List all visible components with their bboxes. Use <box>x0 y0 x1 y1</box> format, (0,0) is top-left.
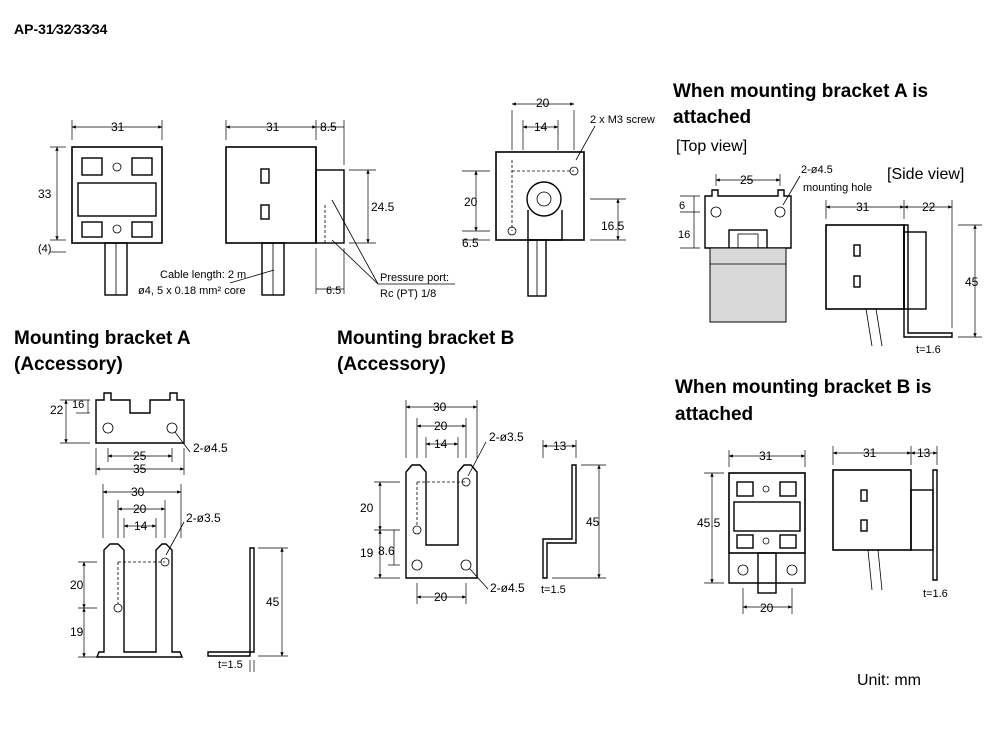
ba-hole-note: 2-ø4.5 <box>193 441 228 455</box>
bb-thickness: t=1.5 <box>541 584 566 596</box>
bracket-b-front-view: 30 20 14 2-ø3.5 20 19 8.6 20 2-ø4.5 <box>360 400 525 604</box>
dim-ab-side-br: 13 <box>917 446 931 460</box>
dim-ab-h: 45.5 <box>697 516 721 530</box>
attached-b-title: When mounting bracket B is <box>675 377 932 398</box>
bracket-b-subtitle: (Accessory) <box>337 354 446 375</box>
bracket-a-front-view: 30 20 14 2-ø3.5 20 19 <box>70 484 221 658</box>
dim-aa-side-w: 31 <box>856 200 870 214</box>
dim-bb-width: 30 <box>433 400 447 414</box>
bracket-b-side-view: 13 45 t=1.5 <box>541 439 606 596</box>
dim-bb-h1: 20 <box>360 501 374 515</box>
dim-side-width: 31 <box>266 120 280 134</box>
attached-b-front-view: 31 45.5 20 <box>697 449 806 615</box>
attached-a-title: When mounting bracket A is <box>673 81 928 102</box>
aa-hole-note: 2-ø4.5 <box>801 164 833 176</box>
bb-hole45-note: 2-ø4.5 <box>490 581 525 595</box>
dim-ba2-width2: 20 <box>133 502 147 516</box>
dim-aa-16: 16 <box>678 229 690 241</box>
dim-ba-holes: 25 <box>133 449 147 463</box>
bracket-a-side-view: 45 t=1.5 <box>207 547 288 672</box>
dim-ba-height2: 16 <box>72 399 84 411</box>
sensor-back-view: 20 14 2 x M3 screw 20 6.5 16.5 <box>462 96 655 297</box>
dim-back-height: 20 <box>464 195 478 209</box>
cable-core-note: ø4, 5 x 0.18 mm² core <box>138 285 246 297</box>
dim-back-width: 20 <box>536 96 550 110</box>
ba2-thickness: t=1.5 <box>218 659 243 671</box>
attached-b-side-view: 31 13 t=1.6 <box>832 446 948 600</box>
ab-thickness: t=1.6 <box>923 588 948 600</box>
dim-bb-side-top: 13 <box>553 439 567 453</box>
dim-ba2-side: 45 <box>266 595 280 609</box>
dim-ba2-width3: 14 <box>134 519 148 533</box>
attached-a-top-view: 25 2-ø4.5 mounting hole 6 16 <box>678 164 872 323</box>
dim-back-port: 16.5 <box>601 219 625 233</box>
unit-label: Unit: mm <box>857 672 921 689</box>
ba2-hole-note: 2-ø3.5 <box>186 511 221 525</box>
dim-bb-side-h: 45 <box>586 515 600 529</box>
bracket-b-title: Mounting bracket B <box>337 328 514 349</box>
dim-side-height: 24.5 <box>371 200 395 214</box>
dim-ba2-h2: 19 <box>70 625 84 639</box>
sensor-front-view: 31 33 (4) <box>38 120 163 296</box>
bracket-a-subtitle: (Accessory) <box>14 354 123 375</box>
pressure-port-thread: Rc (PT) 1/8 <box>380 288 436 300</box>
dim-bb-width3: 14 <box>434 437 448 451</box>
pressure-port-label: Pressure port: <box>380 272 449 284</box>
dim-front-height: 33 <box>38 187 52 201</box>
dim-ba-width: 35 <box>133 462 147 476</box>
bb-hole35-note: 2-ø3.5 <box>489 430 524 444</box>
dim-ab-side-w: 31 <box>863 446 877 460</box>
dim-aa-holes: 25 <box>740 173 754 187</box>
dim-ab-w: 31 <box>759 449 773 463</box>
bracket-a-top-view: 22 16 25 35 2-ø4.5 <box>50 392 228 476</box>
dim-bb-h2: 19 <box>360 546 374 560</box>
dim-ab-bottom: 20 <box>760 601 774 615</box>
attached-b-subtitle: attached <box>675 404 753 425</box>
aa-hole-note2: mounting hole <box>803 182 872 194</box>
dim-ba2-width: 30 <box>131 485 145 499</box>
dim-front-width: 31 <box>111 120 125 134</box>
dim-aa-side-h: 45 <box>965 275 979 289</box>
dim-back-low: 6.5 <box>462 236 479 250</box>
m3-screw-note: 2 x M3 screw <box>590 114 655 126</box>
dim-front-bottom: (4) <box>38 243 51 255</box>
dim-ba2-h1: 20 <box>70 578 84 592</box>
dim-bb-bottom: 20 <box>434 590 448 604</box>
dim-side-port: 8.5 <box>320 120 337 134</box>
attached-a-subtitle: attached <box>673 107 751 128</box>
bracket-a-title: Mounting bracket A <box>14 328 191 349</box>
attached-a-side-view: 31 22 45 t=1.6 <box>825 200 982 356</box>
aa-thickness: t=1.6 <box>916 344 941 356</box>
dim-aa-6: 6 <box>679 200 685 212</box>
dim-bb-width2: 20 <box>434 419 448 433</box>
side-view-label: [Side view] <box>887 166 964 183</box>
dim-bb-h3: 8.6 <box>378 544 395 558</box>
cable-length-note: Cable length: 2 m <box>160 269 246 281</box>
dim-side-port-h: 6.5 <box>326 285 341 297</box>
dim-aa-side-br: 22 <box>922 200 936 214</box>
model-title: AP-31∕32∕33∕34 <box>14 21 108 37</box>
dim-ba-height: 22 <box>50 403 64 417</box>
sensor-side-view: 31 8.5 24.5 6.5 Cable length: 2 m ø4, 5 … <box>138 120 455 300</box>
dim-back-screw: 14 <box>534 120 548 134</box>
top-view-label: [Top view] <box>676 138 747 155</box>
